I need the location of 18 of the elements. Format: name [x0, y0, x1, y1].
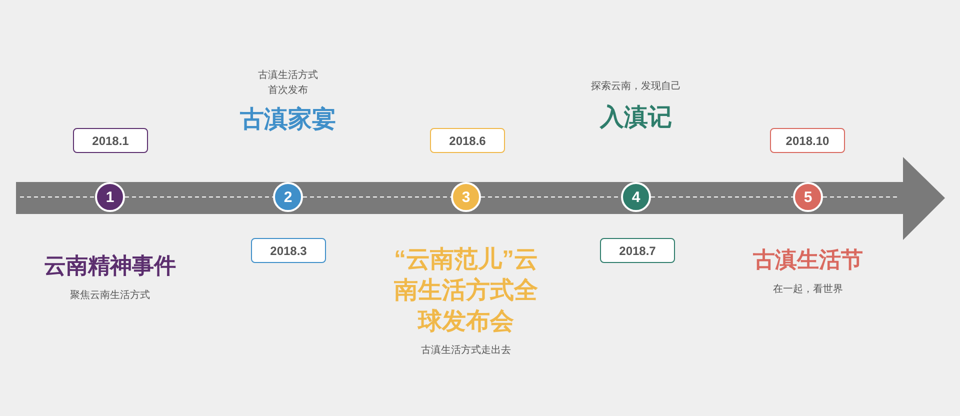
milestone-caption: 探索云南，发现自己: [590, 80, 682, 94]
date-box: 2018.1: [73, 128, 148, 153]
dashed-line: [650, 196, 794, 198]
date-box: 2018.10: [770, 128, 845, 153]
milestone-caption: 古滇生活方式走出去: [420, 344, 512, 358]
milestone-title: 云南精神事件: [43, 252, 177, 280]
dashed-line: [124, 196, 274, 198]
milestone-caption: 古滇生活方式首次发布: [257, 68, 319, 98]
milestone-caption: 聚焦云南生活方式: [69, 288, 151, 303]
milestone-title: 入滇记: [598, 103, 673, 133]
milestone-title: “云南范儿”云南生活方式全球发布会: [393, 245, 539, 338]
milestone-caption: 在一起，看世界: [772, 282, 844, 297]
date-box: 2018.6: [430, 128, 505, 153]
date-box: 2018.3: [251, 238, 326, 263]
dashed-line: [302, 196, 452, 198]
milestone-title: 古滇家宴: [239, 105, 337, 135]
milestone-title: 古滇生活节: [752, 246, 864, 274]
date-box: 2018.7: [600, 238, 675, 263]
